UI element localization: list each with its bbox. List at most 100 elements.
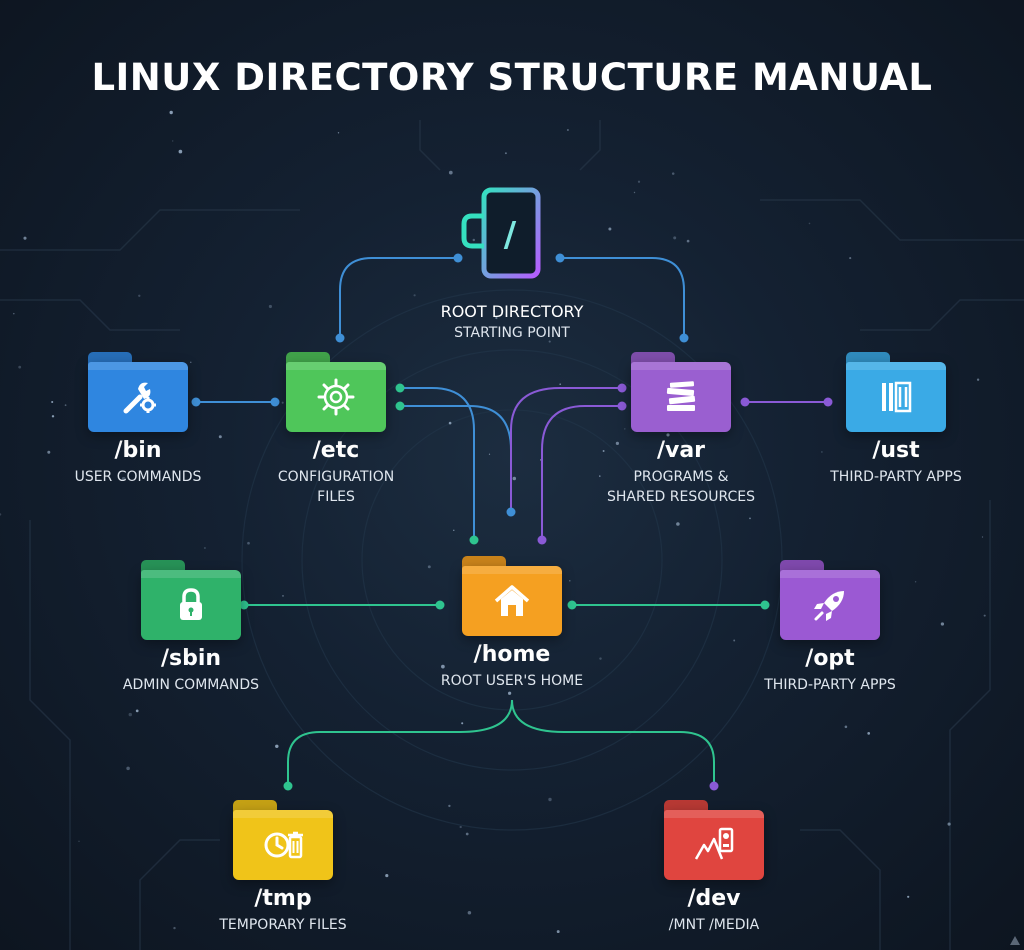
background-star [138,294,141,297]
node-sbin[interactable]: /sbin ADMIN COMMANDS [111,560,271,695]
background-star [495,316,498,320]
link-home-tmp [287,699,513,786]
background-star [849,257,852,260]
background-star [461,722,464,725]
background-star [268,304,272,309]
wrench-gear-icon [123,382,156,414]
background-star [121,476,126,481]
background-star [548,340,551,343]
rocket-icon [814,591,844,621]
node-bin[interactable]: /bin USER COMMANDS [68,352,208,487]
node-dev-desc-1: /MNT /MEDIA [668,917,760,933]
link-home-dev [511,699,715,786]
background-star [599,475,601,477]
link-root-var [560,257,685,338]
background-star [281,401,284,404]
background-star [218,435,222,439]
folder-home[interactable] [462,556,562,636]
node-bin-desc-1: USER COMMANDS [74,469,202,485]
background-star [51,415,55,418]
background-star [633,191,636,194]
root-label: ROOT DIRECTORY [440,302,584,321]
link-var-home [541,405,622,540]
node-etc-name: /etc [312,438,360,463]
dot-dev-top [709,781,719,791]
folder-tmp[interactable] [233,800,333,880]
dot-root-left [453,253,463,263]
background-star [559,383,561,386]
background-star [599,657,602,660]
background-star [914,581,917,583]
node-sbin-name: /sbin [160,646,222,671]
dot-etc-right-2 [395,401,405,411]
dot-etc-left [270,397,280,407]
background-star [187,654,190,657]
node-ust-name: /ust [872,438,920,463]
node-var-name: /var [656,438,706,463]
root-sub: STARTING POINT [454,325,570,341]
node-etc[interactable]: /etc CONFIGURATION FILES [266,352,406,507]
background-star [981,536,984,538]
node-var-desc-2: SHARED RESOURCES [606,489,756,505]
dot-ust-left [823,397,833,407]
background-star [203,546,206,550]
background-star [566,128,569,132]
folder-ust[interactable] [846,352,946,432]
background-star [556,930,560,934]
background-star [465,832,469,836]
background-star [947,822,951,826]
node-home-desc-1: ROOT USER'S HOME [440,673,584,689]
background-star [18,365,22,369]
background-star [976,378,980,381]
background-star [666,433,670,437]
folder-dev[interactable] [664,800,764,880]
folder-opt[interactable] [780,560,880,640]
background-star [448,170,453,175]
folder-sbin[interactable] [141,560,241,640]
dot-opt-left [760,600,770,610]
background-star [47,450,51,454]
link-etc-home [400,387,475,540]
background-star [169,110,173,115]
dot-var-left-1 [617,383,627,393]
node-dev[interactable]: /dev /MNT /MEDIA [634,800,794,935]
corner-mark-icon [1010,936,1020,945]
node-sbin-desc-1: ADMIN COMMANDS [122,677,260,693]
dot-var-left-2 [617,401,627,411]
page-title: LINUX DIRECTORY STRUCTURE MANUAL [91,56,933,99]
background-star [448,421,452,425]
node-ust[interactable]: /ust THIRD-PARTY APPS [826,352,966,487]
folder-var[interactable] [631,352,731,432]
dot-etc-top [335,333,345,343]
background-star [512,476,517,481]
background-star [427,565,431,569]
background-star [867,732,871,735]
background-star [637,180,641,183]
background-star [940,622,945,626]
dot-var-right [740,397,750,407]
node-tmp-desc-1: TEMPORARY FILES [219,917,347,933]
background-star [0,513,2,516]
dot-etc-right-1 [395,383,405,393]
background-star [51,400,54,404]
folder-etc[interactable] [286,352,386,432]
node-var[interactable]: /var PROGRAMS & SHARED RESOURCES [596,352,766,507]
mountain-drive-icon [694,827,734,860]
root-glyph: / [504,215,517,255]
node-home-name: /home [473,642,551,667]
node-dev-name: /dev [687,886,741,911]
node-opt[interactable]: /opt THIRD-PARTY APPS [750,560,910,695]
bookshelf-icon [882,381,912,413]
background-star [23,236,27,240]
node-bin-name: /bin [114,438,162,463]
dot-root-right [555,253,565,263]
node-tmp[interactable]: /tmp TEMPORARY FILES [203,800,363,935]
node-home[interactable]: /home ROOT USER'S HOME [432,556,592,691]
background-star [78,840,80,843]
root-door-icon[interactable]: / [452,180,572,290]
gear-icon [317,378,355,416]
dot-sbin-right [239,600,249,610]
folder-bin[interactable] [88,352,188,432]
